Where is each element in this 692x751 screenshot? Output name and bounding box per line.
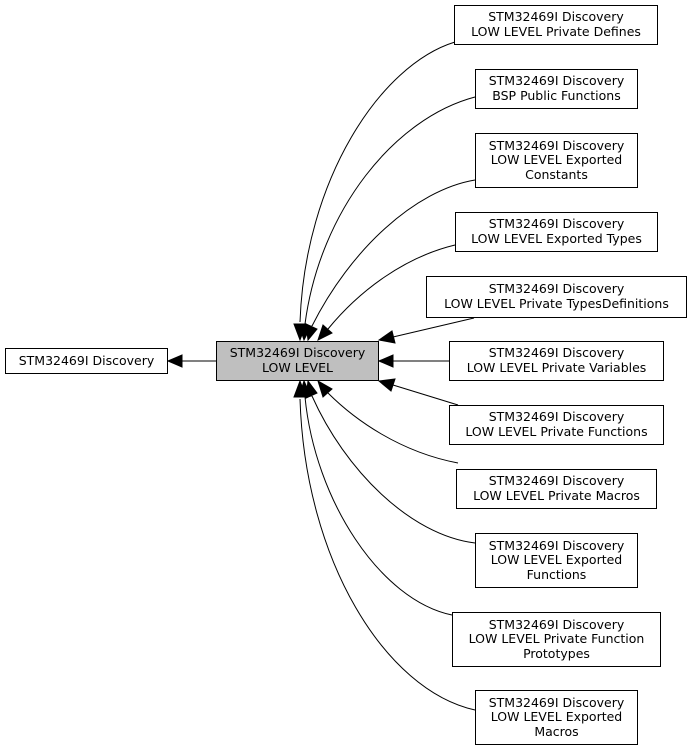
node-child-exported-types[interactable]: STM32469I Discovery LOW LEVEL Exported T…: [455, 212, 658, 252]
edge-exported-constants: [311, 179, 476, 327]
edge-exported-macros: [299, 398, 476, 711]
node-child-private-variables[interactable]: STM32469I Discovery LOW LEVEL Private Va…: [449, 341, 664, 381]
edge-exported-functions: [311, 395, 476, 544]
arrowhead-exported-macros: [293, 379, 307, 398]
node-child-private-function-prototypes[interactable]: STM32469I Discovery LOW LEVEL Private Fu…: [452, 612, 661, 667]
arrowhead-private-variables: [377, 354, 394, 368]
edge-private-function-prototypes: [304, 396, 453, 616]
arrowhead-exported-types: [317, 324, 333, 341]
node-child-private-functions[interactable]: STM32469I Discovery LOW LEVEL Private Fu…: [449, 405, 664, 445]
node-parent-group[interactable]: STM32469I Discovery: [5, 348, 168, 374]
node-child-private-typesdefinitions[interactable]: STM32469I Discovery LOW LEVEL Private Ty…: [426, 276, 687, 318]
node-child-exported-functions[interactable]: STM32469I Discovery LOW LEVEL Exported F…: [475, 533, 638, 588]
arrowhead-exported-constants: [305, 323, 318, 342]
edge-private-functions: [392, 384, 459, 406]
edge-private-defines: [299, 41, 456, 323]
arrowhead-private-functions: [377, 378, 396, 392]
arrowhead-private-typesdefinitions: [377, 330, 396, 344]
edge-private-macros: [327, 392, 459, 464]
node-child-private-macros[interactable]: STM32469I Discovery LOW LEVEL Private Ma…: [456, 469, 657, 509]
node-current-group: STM32469I Discovery LOW LEVEL: [216, 341, 379, 381]
arrowhead-parent: [166, 354, 183, 368]
edge-exported-types: [327, 244, 456, 330]
node-child-bsp-public-functions[interactable]: STM32469I Discovery BSP Public Functions: [475, 69, 638, 109]
edge-bsp-public-functions: [304, 96, 476, 325]
arrowhead-private-macros: [317, 379, 333, 398]
node-child-private-defines[interactable]: STM32469I Discovery LOW LEVEL Private De…: [454, 5, 658, 45]
node-child-exported-macros[interactable]: STM32469I Discovery LOW LEVEL Exported M…: [475, 690, 638, 745]
node-child-exported-constants[interactable]: STM32469I Discovery LOW LEVEL Exported C…: [475, 133, 638, 188]
edge-private-typesdefinitions: [392, 317, 475, 338]
